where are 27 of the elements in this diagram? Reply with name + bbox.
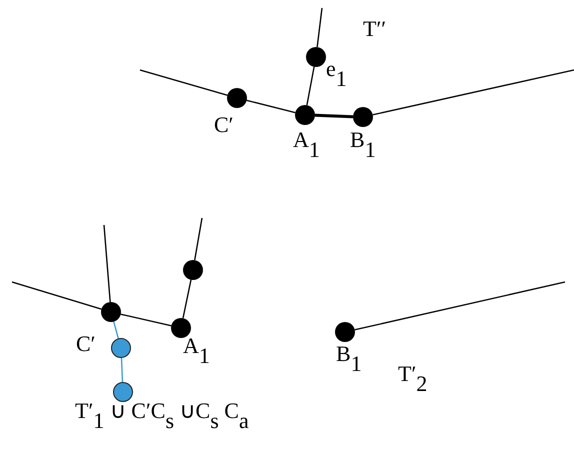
line-segment: [246, 100, 296, 114]
line-segment: [372, 69, 574, 116]
line-segment: [120, 314, 172, 326]
vertex-dot: [295, 105, 315, 125]
vertex-dot: [227, 88, 247, 108]
line-segment: [103, 224, 111, 302]
line-segment: [140, 69, 228, 96]
math-label: C′: [214, 114, 234, 136]
line-segment: [306, 66, 315, 106]
vertex-dot: [183, 260, 203, 280]
line-segment: [120, 358, 124, 382]
vertex-dot: [113, 382, 133, 402]
vertex-dot: [171, 318, 191, 338]
vertex-dot: [335, 322, 355, 342]
line-segment: [12, 281, 102, 310]
math-label: C′: [76, 333, 96, 355]
vertex-dot: [101, 302, 121, 322]
vertex-dot: [306, 47, 326, 67]
vertex-dot: [353, 107, 373, 127]
vertex-dot: [111, 338, 131, 358]
line-segment: [316, 8, 323, 48]
line-segment: [182, 280, 192, 318]
line-segment: [113, 321, 119, 339]
line-segment: [354, 281, 566, 330]
math-label: T′′: [363, 18, 386, 40]
line-segment: [194, 218, 203, 260]
line-segment: [314, 114, 354, 118]
